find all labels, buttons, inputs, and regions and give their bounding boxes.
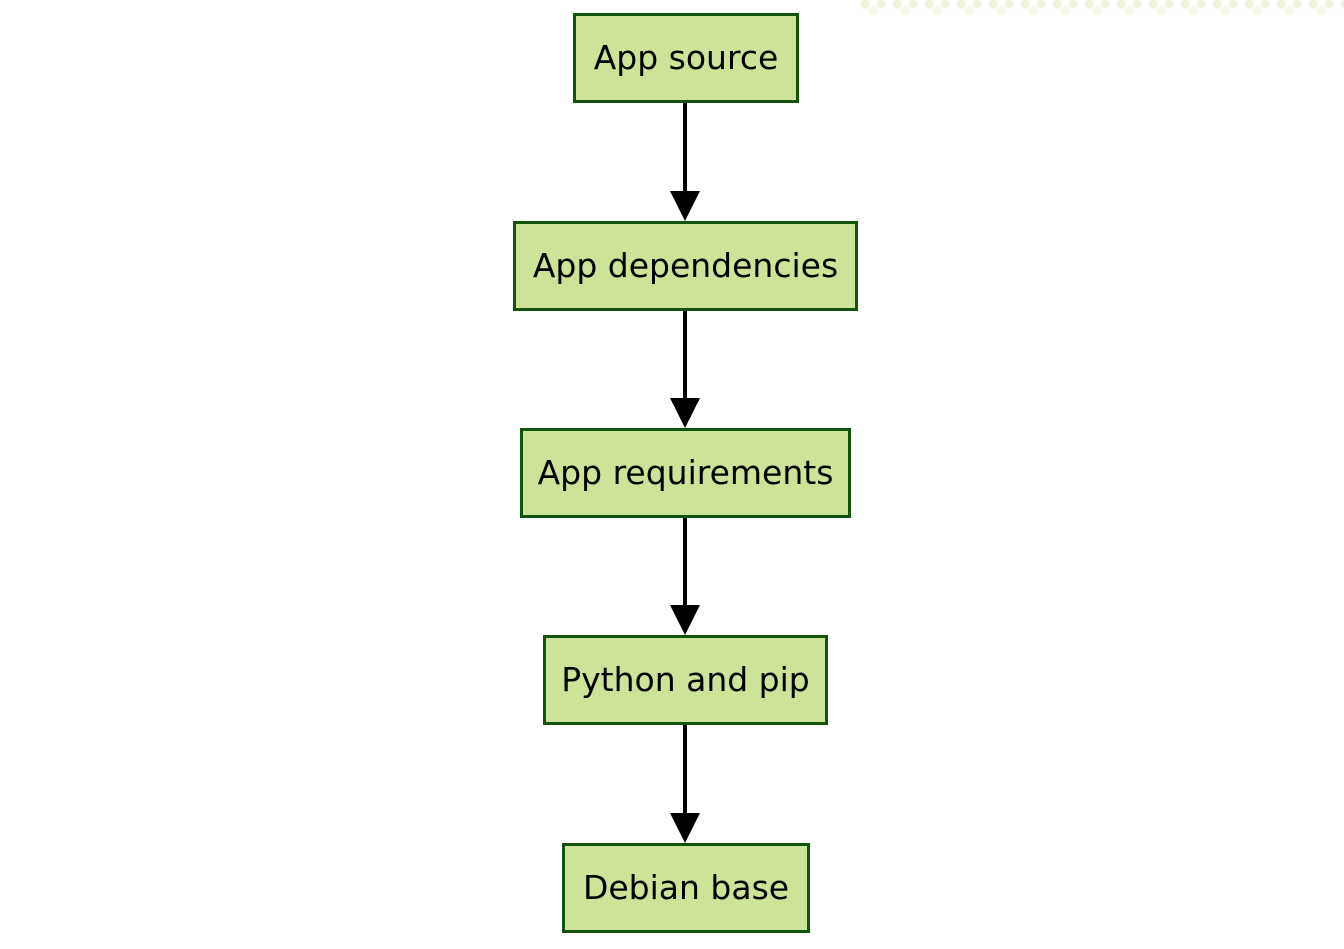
edge-python-and-pip-to-debian-base: [670, 725, 700, 843]
arrow-head-down-icon: [670, 398, 700, 428]
node-label: Python and pip: [561, 659, 810, 699]
node-label: App dependencies: [532, 245, 839, 285]
edge-app-requirements-to-python-and-pip: [670, 518, 700, 635]
edge-app-source-to-app-dependencies: [670, 103, 700, 221]
node-app-dependencies: App dependencies: [513, 221, 858, 311]
edge-app-dependencies-to-app-requirements: [670, 311, 700, 428]
node-label: App source: [593, 37, 779, 77]
node-app-source: App source: [573, 13, 799, 103]
arrow-shaft: [683, 518, 687, 605]
node-label: Debian base: [582, 867, 790, 907]
arrow-shaft: [683, 103, 687, 191]
arrow-shaft: [683, 725, 687, 813]
node-debian-base: Debian base: [562, 843, 810, 933]
node-app-requirements: App requirements: [520, 428, 851, 518]
arrow-head-down-icon: [670, 813, 700, 843]
node-label: App requirements: [537, 452, 834, 492]
arrow-head-down-icon: [670, 605, 700, 635]
watermark-pattern-strip: [858, 0, 1344, 16]
node-python-and-pip: Python and pip: [543, 635, 828, 725]
arrow-shaft: [683, 311, 687, 398]
arrow-head-down-icon: [670, 191, 700, 221]
